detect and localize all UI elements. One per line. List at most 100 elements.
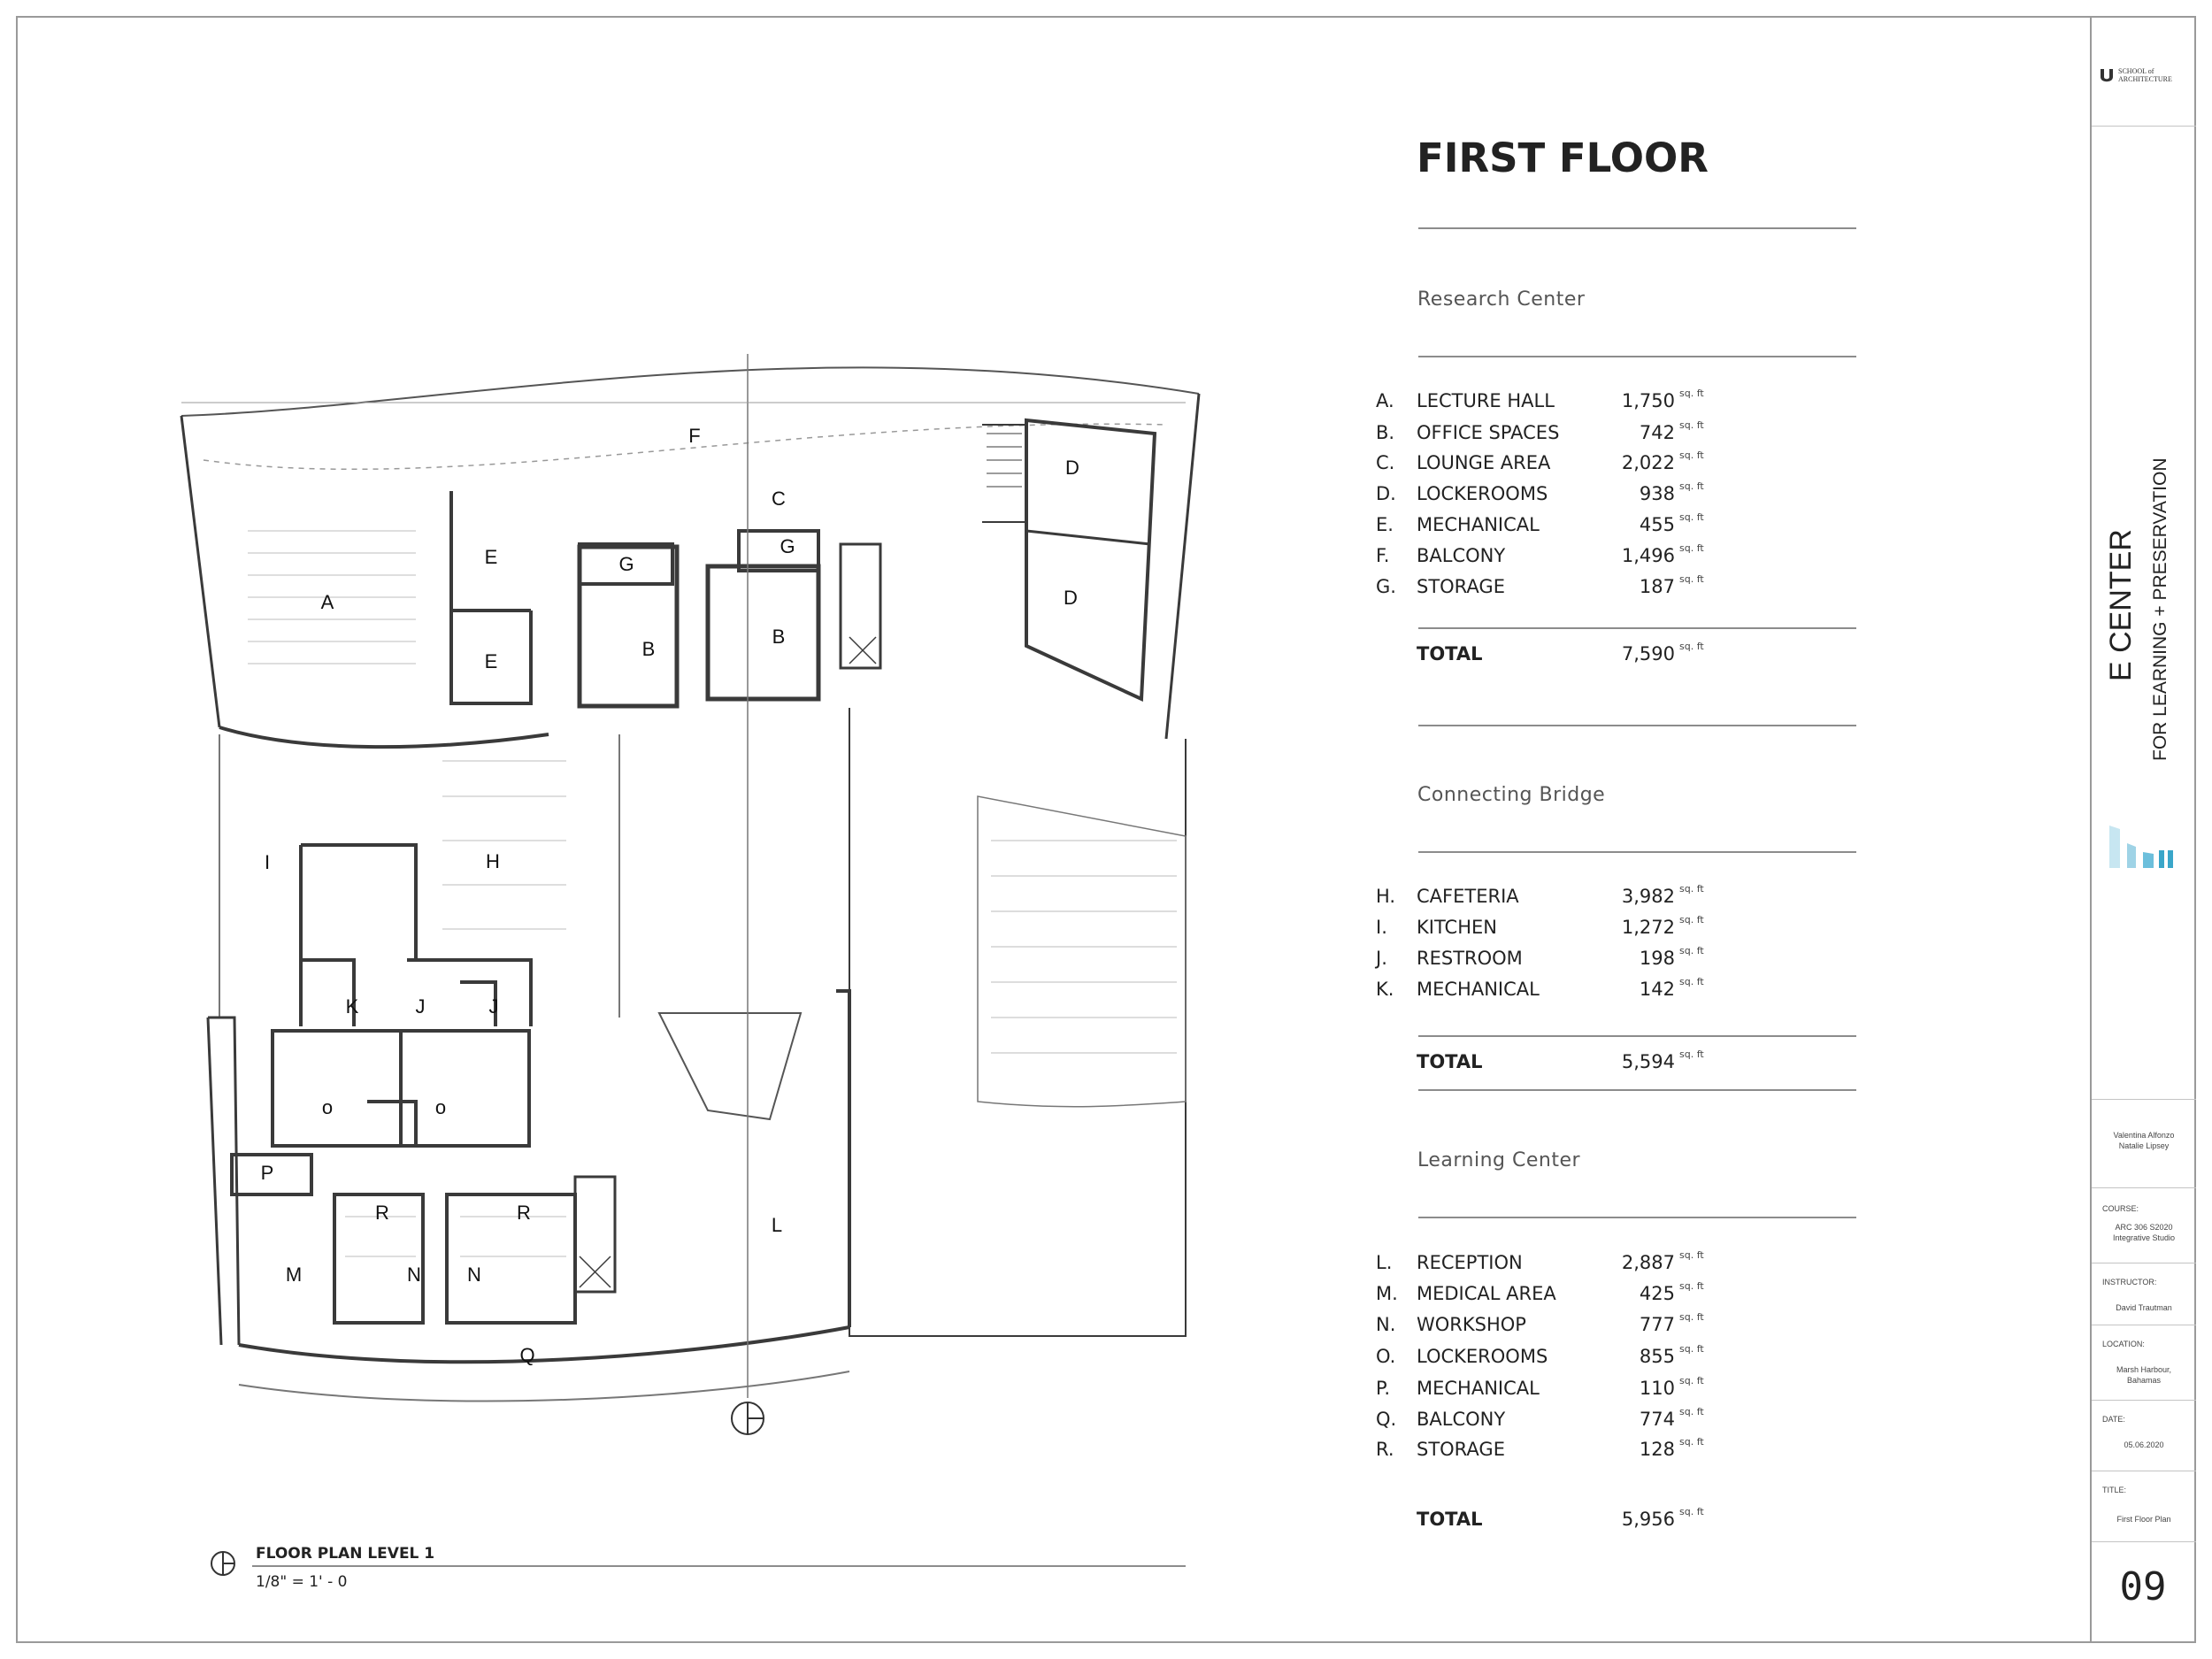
row-name: MEDICAL AREA (1417, 1283, 1556, 1304)
instructor-label: INSTRUCTOR: (2102, 1278, 2157, 1286)
row-name: LECTURE HALL (1417, 390, 1555, 411)
row-name: STORAGE (1417, 576, 1505, 597)
project-name: E CENTER (2104, 529, 2138, 681)
room-label: o (435, 1096, 446, 1118)
room-label: J (416, 995, 426, 1018)
schedule-row: N. WORKSHOP 777 sq. ft (1376, 1311, 1730, 1342)
sheet-border (16, 16, 2196, 1643)
row-unit: sq. ft (1679, 1311, 1704, 1323)
room-label: E (485, 546, 498, 568)
divider (1418, 1035, 1856, 1037)
room-label: G (780, 535, 795, 557)
room-label: C (772, 488, 786, 510)
row-unit: sq. ft (1679, 449, 1704, 461)
course-cell: COURSE: ARC 306 S2020 Integrative Studio (2092, 1188, 2196, 1263)
row-area: 187 (1639, 576, 1675, 597)
divider (1418, 851, 1856, 853)
room-label: J (489, 995, 499, 1018)
school-name: SCHOOL of ARCHITECTURE (2118, 67, 2172, 83)
divider (1418, 1217, 1856, 1218)
section-heading-research: Research Center (1417, 288, 1586, 311)
row-letter: A. (1376, 390, 1394, 411)
row-name: RESTROOM (1417, 948, 1523, 969)
section-heading-bridge: Connecting Bridge (1417, 784, 1606, 806)
row-unit: sq. ft (1679, 976, 1704, 987)
total-unit: sq. ft (1679, 1506, 1704, 1517)
row-area: 855 (1639, 1346, 1675, 1367)
room-label: A (321, 591, 334, 613)
divider (1418, 627, 1856, 629)
room-label: Q (519, 1344, 534, 1366)
row-unit: sq. ft (1679, 1406, 1704, 1417)
row-name: BALCONY (1417, 1409, 1506, 1430)
page-title: FIRST FLOOR (1417, 134, 1709, 181)
row-name: WORKSHOP (1417, 1314, 1526, 1335)
date-value: 05.06.2020 (2124, 1440, 2164, 1449)
row-unit: sq. ft (1679, 388, 1704, 399)
row-unit: sq. ft (1679, 914, 1704, 926)
room-label: E (485, 650, 498, 672)
row-letter: H. (1376, 886, 1396, 907)
project-name-vertical: E CENTER (2104, 416, 2139, 681)
row-unit: sq. ft (1679, 480, 1704, 492)
row-letter: I. (1376, 917, 1387, 938)
instructor-cell: INSTRUCTOR: David Trautman (2092, 1263, 2196, 1325)
row-letter: M. (1376, 1283, 1398, 1304)
row-letter: P. (1376, 1378, 1391, 1399)
row-area: 128 (1639, 1439, 1675, 1460)
project-cell (2092, 127, 2196, 1100)
row-letter: R. (1376, 1439, 1394, 1460)
authors-cell: Valentina Alfonzo Natalie Lipsey (2092, 1100, 2196, 1188)
row-area: 110 (1639, 1378, 1675, 1399)
total-label: TOTAL (1417, 1051, 1483, 1072)
row-name: MECHANICAL (1417, 979, 1540, 1000)
total-area: 7,590 (1621, 643, 1675, 664)
room-label: G (618, 553, 634, 575)
title-label: TITLE: (2102, 1486, 2127, 1494)
room-label: R (375, 1202, 389, 1224)
instructor-value: David Trautman (2116, 1303, 2172, 1312)
location-value: Marsh Harbour, Bahamas (2116, 1365, 2172, 1385)
plan-caption-title: FLOOR PLAN LEVEL 1 (256, 1545, 435, 1563)
course-label: COURSE: (2102, 1204, 2139, 1213)
row-letter: G. (1376, 576, 1396, 597)
row-area: 1,272 (1621, 917, 1675, 938)
project-logo-icon (2109, 826, 2173, 868)
row-letter: E. (1376, 514, 1394, 535)
row-area: 1,750 (1621, 390, 1675, 411)
divider (1418, 1089, 1856, 1091)
row-letter: F. (1376, 545, 1390, 566)
row-area: 777 (1639, 1314, 1675, 1335)
row-letter: B. (1376, 422, 1395, 443)
row-area: 142 (1639, 979, 1675, 1000)
divider (1418, 725, 1856, 726)
row-unit: sq. ft (1679, 419, 1704, 431)
row-unit: sq. ft (1679, 945, 1704, 956)
row-name: CAFETERIA (1417, 886, 1519, 907)
total-unit: sq. ft (1679, 1048, 1704, 1060)
row-letter: N. (1376, 1314, 1396, 1335)
row-area: 425 (1639, 1283, 1675, 1304)
row-area: 455 (1639, 514, 1675, 535)
room-label: o (322, 1096, 333, 1118)
row-letter: Q. (1376, 1409, 1397, 1430)
school-cell: SCHOOL of ARCHITECTURE (2092, 16, 2196, 127)
row-name: LOUNGE AREA (1417, 452, 1551, 473)
row-unit: sq. ft (1679, 1436, 1704, 1448)
plan-walls (180, 354, 1201, 1576)
